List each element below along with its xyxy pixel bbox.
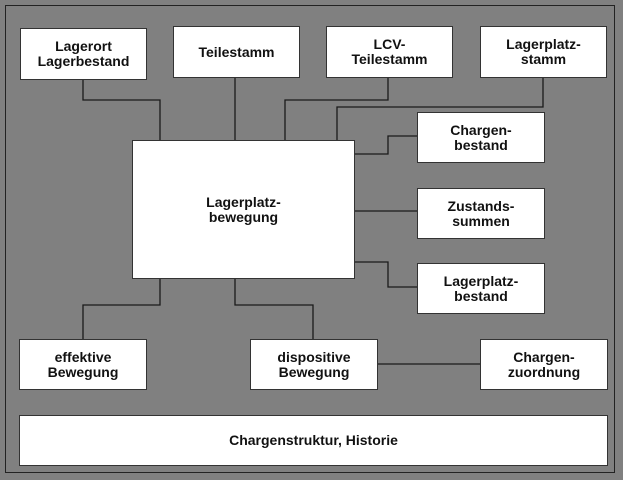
node-label: LCV- Teilestamm — [351, 36, 428, 67]
diagram-frame — [5, 5, 615, 473]
edge-lcv-center — [284, 77, 389, 140]
edge-center-lagerplatzbestand — [354, 261, 417, 288]
node-lagerort-lagerbestand: Lagerort Lagerbestand — [20, 28, 147, 80]
node-lagerplatzbestand: Lagerplatz- bestand — [417, 263, 545, 314]
node-zustandssummen: Zustands- summen — [417, 188, 545, 239]
node-label: Chargenstruktur, Historie — [229, 432, 398, 448]
node-chargenstruktur-historie: Chargenstruktur, Historie — [19, 415, 608, 466]
node-label: Lagerplatz- bewegung — [206, 193, 281, 225]
node-chargenbestand: Chargen- bestand — [417, 112, 545, 163]
edge-center-chargenbestand — [354, 135, 417, 155]
node-label: effektive Bewegung — [47, 348, 119, 380]
node-chargenzuordnung: Chargen- zuordnung — [480, 339, 608, 390]
node-lcv-teilestamm: LCV- Teilestamm — [326, 26, 453, 78]
node-label: Lagerort Lagerbestand — [37, 38, 130, 69]
edge-center-dispositive — [234, 278, 314, 339]
edge-lagerplatzstamm-center — [336, 77, 544, 140]
node-label: Chargen- bestand — [450, 121, 512, 153]
node-lagerplatzstamm: Lagerplatz- stamm — [480, 26, 607, 78]
node-effektive-bewegung: effektive Bewegung — [19, 339, 147, 390]
edge-center-effektive — [82, 278, 161, 339]
node-label: dispositive Bewegung — [277, 348, 351, 380]
edge-lagerort-center — [82, 79, 161, 140]
node-dispositive-bewegung: dispositive Bewegung — [250, 339, 378, 390]
node-label: Lagerplatz- stamm — [506, 36, 581, 67]
node-label: Zustands- summen — [447, 197, 515, 229]
node-lagerplatzbewegung: Lagerplatz- bewegung — [132, 140, 355, 279]
node-label: Lagerplatz- bestand — [443, 272, 519, 304]
node-label: Chargen- zuordnung — [507, 348, 581, 380]
node-label: Teilestamm — [198, 43, 275, 60]
node-teilestamm: Teilestamm — [173, 26, 300, 78]
